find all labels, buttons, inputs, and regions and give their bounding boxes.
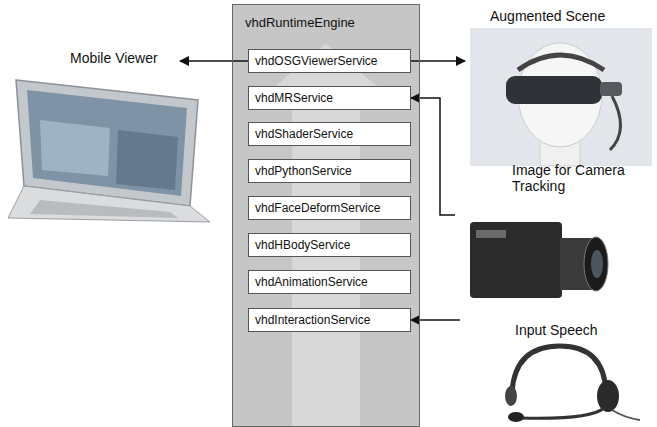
laptop-keyboard: [30, 200, 178, 218]
device-label: Input Speech: [460, 308, 652, 338]
viewer-node: Mobile Viewer: [15, 46, 180, 226]
service-label: vhdMRService: [249, 87, 410, 109]
connector-arrow: [411, 98, 455, 215]
device-label: Image for Camera Tracking: [455, 158, 637, 194]
hmd-visor: [506, 76, 602, 104]
photo-ground: [470, 28, 652, 166]
laptop-lid: [16, 80, 198, 206]
service-label: vhdAnimationService: [249, 271, 410, 293]
connector-arrow: [180, 60, 248, 62]
lens-face: [584, 237, 608, 291]
display-node: Augmented Scene: [465, 4, 652, 166]
headset-band: [512, 346, 606, 392]
hmd-illustration: [470, 28, 652, 166]
headset-node: Input Speech: [460, 308, 652, 424]
service-label: vhdFaceDeformService: [249, 197, 410, 219]
lens-glass: [591, 250, 603, 278]
service-box: vhdFaceDeformService: [248, 196, 411, 220]
camera-badge: [476, 230, 506, 238]
laptop-illustration: [8, 80, 210, 222]
ear-cup: [597, 380, 619, 412]
connector-arrow: [411, 319, 460, 321]
service-label: vhdPythonService: [249, 160, 410, 182]
laptop-base: [8, 186, 210, 222]
service-label: vhdInteractionService: [249, 309, 410, 331]
hmd-strap: [518, 55, 604, 70]
ear-pad: [505, 386, 517, 406]
camera-illustration: [470, 222, 608, 298]
mic: [508, 412, 524, 422]
service-box: vhdHBodyService: [248, 233, 411, 257]
service-box: vhdAnimationService: [248, 270, 411, 294]
headset-cable: [612, 410, 640, 420]
hmd-side: [600, 82, 622, 96]
laptop-screen: [27, 90, 187, 196]
service-box: vhdInteractionService: [248, 308, 411, 332]
panel-heading: vhdRuntimeEngine: [233, 5, 419, 30]
device-label: Mobile Viewer: [15, 46, 180, 66]
engine-panel: vhdRuntimeEngine vhdOSGViewerService vhdMR…: [232, 4, 420, 427]
service-label: vhdHBodyService: [249, 234, 410, 256]
panel-ground: [232, 4, 420, 427]
device-label: Augmented Scene: [465, 4, 652, 24]
service-box: vhdOSGViewerService: [248, 49, 411, 73]
service-label: vhdOSGViewerService: [249, 50, 410, 72]
screen-image: [40, 120, 110, 176]
service-box: vhdPythonService: [248, 159, 411, 183]
camera-body: [470, 222, 562, 298]
service-label: vhdShaderService: [249, 123, 410, 145]
screen-image: [116, 130, 178, 190]
headset-illustration: [505, 346, 640, 422]
hmd-cable: [610, 96, 621, 150]
service-box: vhdShaderService: [248, 122, 411, 146]
service-box: vhdMRService: [248, 86, 411, 110]
mic-boom: [520, 408, 604, 418]
camera-node: Image for Camera Tracking: [455, 158, 615, 318]
